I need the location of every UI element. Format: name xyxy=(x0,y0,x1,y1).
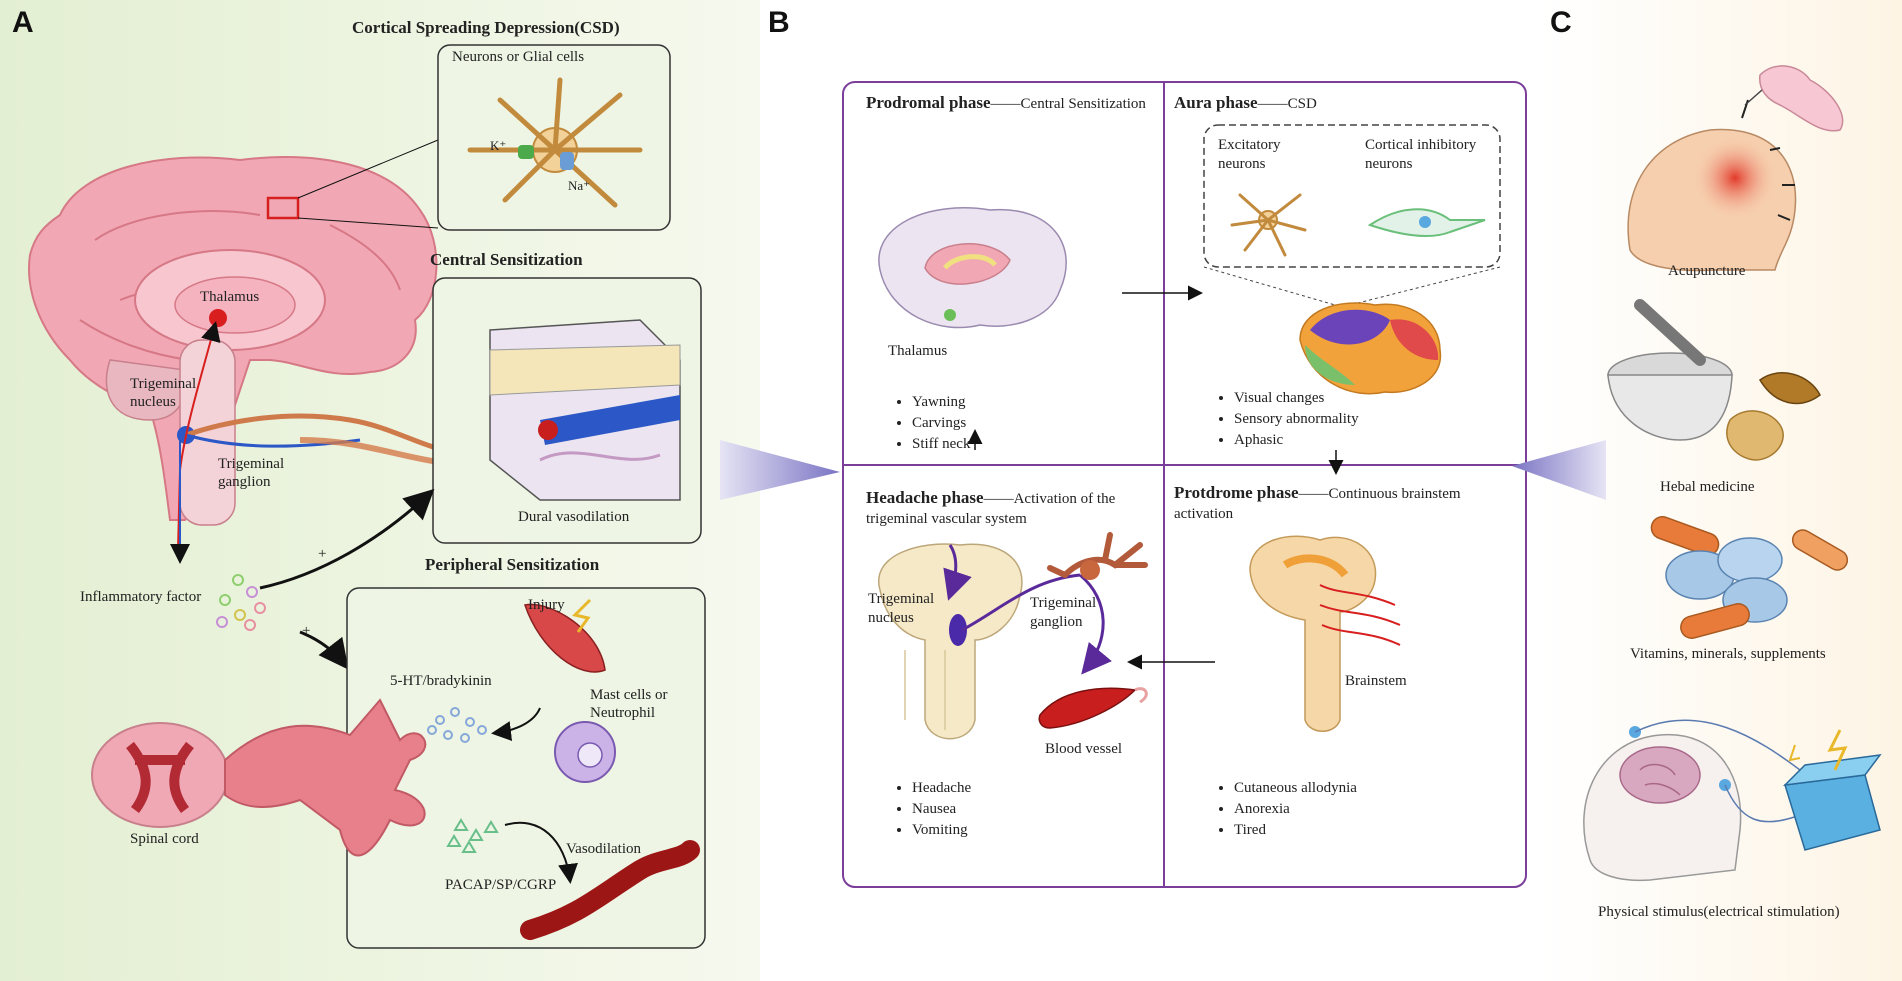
inhibitory-neurons-label: Cortical inhibitory neurons xyxy=(1365,137,1477,172)
symptom-item: Aphasic xyxy=(1234,430,1359,451)
headache-phase-desc: ——Activation of the trigeminal vascular … xyxy=(866,491,1116,527)
acupuncture-label: Acupuncture xyxy=(1668,263,1746,279)
physical-stimulus-label: Physical stimulus(electrical stimulation… xyxy=(1598,904,1840,920)
symptom-item: Vomiting xyxy=(912,820,971,841)
panel-letter-b: B xyxy=(768,6,790,39)
csd-title: Cortical Spreading Depression(CSD) xyxy=(352,18,620,37)
panel-letter-a: A xyxy=(12,6,34,39)
central-sensitization-title: Central Sensitization xyxy=(430,250,583,269)
excitatory-neurons-label: Excitatory neurons xyxy=(1218,137,1281,172)
thalamus-brain-drawing xyxy=(878,207,1067,329)
trigeminal-nucleus-b-label: Trigeminal nucleus xyxy=(868,591,935,626)
aura-phase-heading: Aura phase——CSD xyxy=(1174,93,1514,114)
thalamus-label: Thalamus xyxy=(200,289,260,305)
thalamus-b-label: Thalamus xyxy=(888,343,948,359)
trigeminal-nucleus-label: Trigeminal nucleus xyxy=(130,376,197,410)
dura-tissue-drawing xyxy=(489,319,681,501)
pacap-label: PACAP/SP/CGRP xyxy=(445,877,557,893)
protdrome-phase-desc: ——Continuous brainstem activation xyxy=(1174,486,1461,522)
dural-vasodilation-label: Dural vasodilation xyxy=(518,509,630,525)
headache-phase-title: Headache phase xyxy=(866,488,984,507)
blood-vessel-drawing xyxy=(1038,687,1148,729)
inflammatory-dots xyxy=(216,574,266,631)
plus-sign-upper: + xyxy=(318,546,327,562)
trigeminal-brainstem-drawing xyxy=(877,543,1112,740)
supplements-drawing xyxy=(1650,516,1849,639)
serotonin-bradykinin-label: 5-HT/bradykinin xyxy=(390,673,492,689)
prodromal-phase-desc: ——Central Sensitization xyxy=(990,96,1146,112)
brainstem-label: Brainstem xyxy=(1345,673,1407,689)
symptom-item: Carvings xyxy=(912,413,970,434)
plus-sign-lower: + xyxy=(302,623,311,639)
symptom-item: Yawning xyxy=(912,392,970,413)
symptom-item: Visual changes xyxy=(1234,388,1359,409)
symptom-item: Nausea xyxy=(912,799,971,820)
glial-cell-drawing xyxy=(467,77,643,208)
inflammatory-factor-label: Inflammatory factor xyxy=(80,589,202,605)
serotonin-dots xyxy=(427,707,487,743)
herbal-medicine-drawing xyxy=(1607,299,1821,461)
injury-label: Injury xyxy=(528,597,565,613)
neurons-glial-label: Neurons or Glial cells xyxy=(452,49,585,65)
mast-cell-drawing xyxy=(554,721,616,783)
trigeminal-ganglion-drawing xyxy=(1047,532,1148,580)
excitatory-neuron-drawing xyxy=(1230,193,1307,257)
aura-phase-title: Aura phase xyxy=(1174,93,1258,112)
headache-phase-heading: Headache phase——Activation of the trigem… xyxy=(866,488,1156,529)
spinal-cord-drawing xyxy=(91,698,427,857)
aura-symptoms: Visual changes Sensory abnormality Aphas… xyxy=(1212,388,1359,451)
sodium-label: Na⁺ xyxy=(568,178,591,193)
colored-brain-drawing xyxy=(1299,302,1442,395)
symptom-item: Cutaneous allodynia xyxy=(1234,778,1357,799)
brainstem-drawing xyxy=(1249,535,1401,732)
prodromal-symptoms: Yawning Carvings Stiff neck xyxy=(890,392,970,455)
supplements-label: Vitamins, minerals, supplements xyxy=(1630,646,1826,662)
trigeminal-ganglion-label: Trigeminal ganglion xyxy=(218,456,285,490)
symptom-item: Headache xyxy=(912,778,971,799)
potassium-label: K⁺ xyxy=(490,138,507,153)
prodromal-phase-title: Prodromal phase xyxy=(866,93,991,112)
protdrome-symptoms: Cutaneous allodynia Anorexia Tired xyxy=(1212,778,1357,841)
headache-symptoms: Headache Nausea Vomiting xyxy=(890,778,971,841)
symptom-item: Sensory abnormality xyxy=(1234,409,1359,430)
muscle-drawing xyxy=(524,598,606,673)
herbal-medicine-label: Hebal medicine xyxy=(1660,479,1755,495)
vasodilation-label: Vasodilation xyxy=(566,841,641,857)
neuropeptide-triangles xyxy=(446,818,499,853)
peripheral-sensitization-title: Peripheral Sensitization xyxy=(425,555,600,574)
electrical-stimulation-drawing xyxy=(1583,719,1882,882)
acupuncture-head-drawing xyxy=(1627,65,1844,272)
trigeminal-ganglion-b-label: Trigeminal ganglion xyxy=(1030,595,1097,630)
symptom-item: Stiff neck xyxy=(912,434,970,455)
spinal-cord-label: Spinal cord xyxy=(130,831,199,847)
symptom-item: Tired xyxy=(1234,820,1357,841)
blood-vessel-label: Blood vessel xyxy=(1045,741,1123,757)
protdrome-phase-title: Protdrome phase xyxy=(1174,483,1299,502)
aura-phase-desc: ——CSD xyxy=(1257,96,1317,112)
mast-cells-label: Mast cells or Neutrophil xyxy=(590,687,668,721)
protdrome-phase-heading: Protdrome phase——Continuous brainstem ac… xyxy=(1174,483,1514,524)
prodromal-phase-heading: Prodromal phase——Central Sensitization xyxy=(866,93,1156,114)
panel-letter-c: C xyxy=(1550,6,1572,39)
symptom-item: Anorexia xyxy=(1234,799,1357,820)
inhibitory-neuron-drawing xyxy=(1367,208,1486,237)
